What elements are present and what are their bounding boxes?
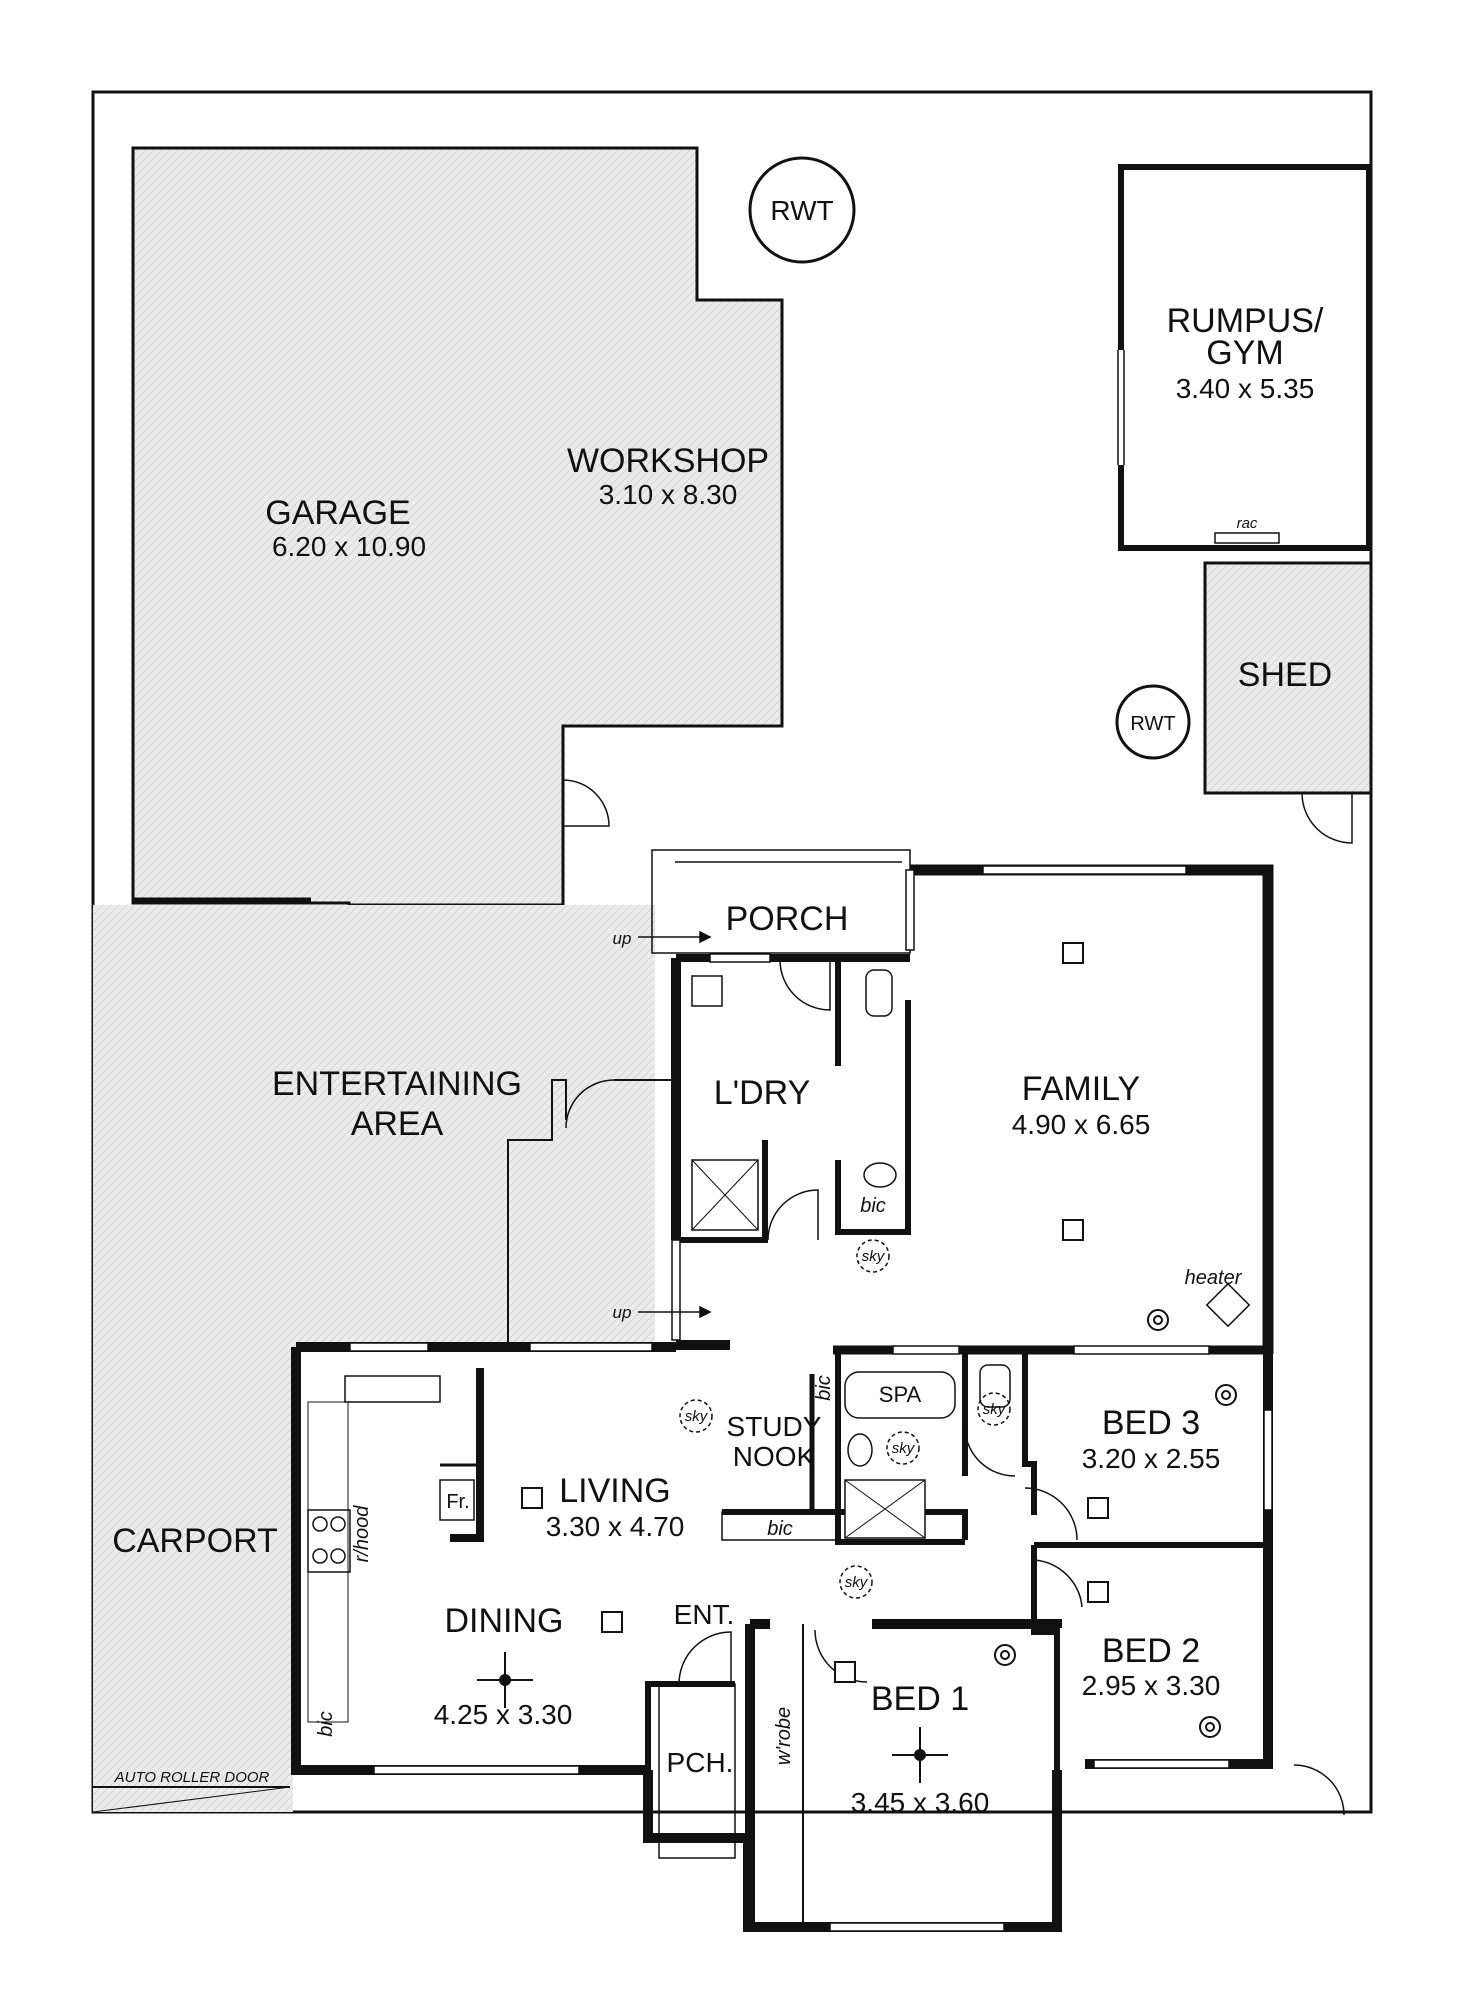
up-label-1: up (613, 929, 632, 948)
rwt-label-1: RWT (770, 195, 833, 226)
workshop-dims: 3.10 x 8.30 (599, 479, 738, 510)
bed2-name: BED 2 (1102, 1632, 1200, 1670)
spa-name: SPA (879, 1382, 922, 1407)
laundry-trough (691, 975, 723, 1007)
roller-door-label: AUTO ROLLER DOOR (114, 1769, 270, 1786)
bic-label-laundry: bic (860, 1195, 886, 1217)
garage-dims: 6.20 x 10.90 (272, 531, 426, 562)
living-name: LIVING (559, 1472, 670, 1510)
rac-label: rac (1237, 515, 1258, 532)
sky-label-4: sky (983, 1401, 1007, 1418)
room-labels: GARAGE 6.20 x 10.90 WORKSHOP 3.10 x 8.30… (112, 302, 1332, 1818)
sky-label-1: sky (862, 1248, 886, 1265)
sky-label-2: sky (685, 1408, 709, 1425)
ceiling-fans (477, 1652, 948, 1783)
rwt-label-2: RWT (1130, 713, 1175, 735)
wardrobe-label: w'robe (773, 1707, 795, 1765)
sky-label-3: sky (892, 1440, 916, 1457)
bed1-name: BED 1 (871, 1680, 969, 1718)
up-label-2: up (613, 1303, 632, 1322)
bic-label-kitchen: bic (315, 1711, 337, 1737)
fixtures (307, 969, 1251, 1723)
dining-name: DINING (445, 1602, 564, 1640)
basin (863, 1162, 897, 1188)
rumpus-name-1: RUMPUS/ (1167, 302, 1324, 340)
ensuite-toilet (979, 1364, 1011, 1408)
annotations: RWT RWT rac up up bic bic bic bic sky sk… (114, 195, 1258, 1786)
bed1-dims: 3.45 x 3.60 (851, 1787, 990, 1818)
rumpus-name-2: GYM (1206, 334, 1283, 372)
step-arrows (638, 930, 712, 1319)
rumpus-dims: 3.40 x 5.35 (1176, 373, 1315, 404)
windows (349, 865, 1273, 1932)
entry-name: ENT. (674, 1599, 735, 1630)
sink (344, 1375, 441, 1403)
family-dims: 4.90 x 6.65 (1012, 1109, 1151, 1140)
bed3-name: BED 3 (1102, 1404, 1200, 1442)
toilet (865, 969, 893, 1017)
bic-label-living: bic (767, 1518, 793, 1540)
bic-label-study: bic (813, 1375, 835, 1401)
door-swings (678, 959, 1345, 1816)
garage-workshop-area (131, 146, 784, 909)
fridge-space (439, 1479, 475, 1521)
sky-label-5: sky (845, 1574, 869, 1591)
workshop-name: WORKSHOP (567, 442, 769, 480)
rainwater-tank-2 (1115, 684, 1191, 760)
living-dims: 3.30 x 4.70 (546, 1511, 685, 1542)
kitchen-bench (307, 1401, 349, 1723)
family-name: FAMILY (1022, 1070, 1140, 1108)
heater-label: heater (1185, 1267, 1243, 1289)
front-porch-name: PCH. (667, 1747, 734, 1778)
skylights (679, 1239, 1011, 1599)
study-name-1: STUDY (727, 1411, 822, 1442)
front-porch (658, 1683, 736, 1859)
rangehood-label: r/hood (351, 1505, 373, 1563)
bed3-dims: 3.20 x 2.55 (1082, 1443, 1221, 1474)
light-fittings (521, 942, 1237, 1738)
spa-bath (844, 1371, 956, 1419)
bic-living (721, 1511, 839, 1541)
laundry-name: L'DRY (714, 1074, 811, 1112)
rumpus-building (1118, 164, 1372, 551)
carport-name: CARPORT (112, 1522, 278, 1560)
bed2-dims: 2.95 x 3.30 (1082, 1670, 1221, 1701)
fridge-label: Fr. (446, 1491, 469, 1513)
ensuite-basin (847, 1433, 873, 1467)
entertaining-name-1: ENTERTAINING (272, 1065, 522, 1103)
study-name-2: NOOK (733, 1441, 816, 1472)
shed (1203, 561, 1373, 795)
heater (1205, 1282, 1251, 1328)
entertaining-name-2: AREA (351, 1105, 444, 1143)
dining-dims: 4.25 x 3.30 (434, 1699, 573, 1730)
shed-name: SHED (1238, 656, 1332, 694)
rainwater-tank-1 (748, 156, 856, 264)
porch-name: PORCH (726, 900, 849, 938)
garage-name: GARAGE (265, 494, 410, 532)
